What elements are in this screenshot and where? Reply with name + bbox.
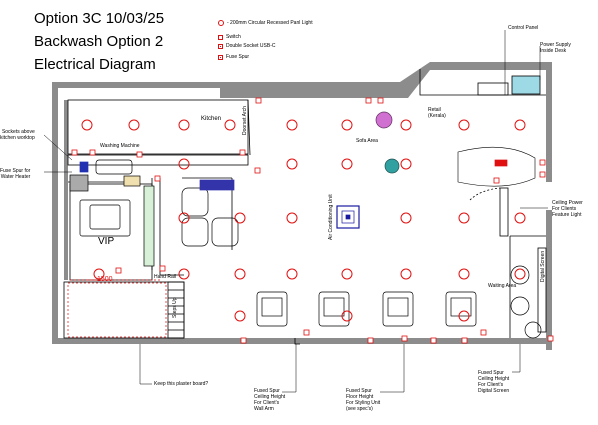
legend-switch-label: Switch bbox=[226, 34, 241, 40]
power-supply-label: Power Supply Inside Desk bbox=[540, 42, 571, 54]
legend-light: - 200mm Circular Recessed Panl Light bbox=[218, 20, 313, 26]
recessed-lights bbox=[81, 119, 526, 322]
title-line-2: Backwash Option 2 bbox=[34, 33, 164, 50]
legend-fuse-label: Fuse Spur bbox=[226, 54, 250, 60]
leader-lines bbox=[43, 30, 548, 393]
wiring bbox=[67, 279, 167, 338]
outlets bbox=[71, 97, 554, 344]
legend-socket-label: Double Socket USB-C bbox=[226, 43, 276, 49]
legend-light-label: - 200mm Circular Recessed Panl Light bbox=[227, 20, 313, 26]
hand-rail-label: Hand Rail bbox=[154, 274, 176, 280]
light-icon bbox=[218, 20, 224, 26]
legend-switch: Switch bbox=[218, 34, 241, 40]
steps-up-label: Steps Up bbox=[172, 297, 178, 318]
title-line-1: Option 3C 10/03/25 bbox=[34, 10, 165, 27]
fuse-water-label: Fuse Spur for Water Heater bbox=[0, 168, 31, 180]
dimension-label: 1500 bbox=[97, 276, 113, 283]
ceiling-power-label: Ceiling Power For Clients Feature Light bbox=[552, 200, 583, 218]
fused-styling-label: Fused Spur Floor Height For Styling Unit… bbox=[346, 388, 381, 412]
washing-machine-label: Washing Machine bbox=[100, 143, 140, 149]
fused-digital-label: Fused Spur Ceiling Height For Client's D… bbox=[478, 370, 510, 394]
fuse-spur-icon bbox=[218, 54, 223, 60]
socket-icon bbox=[218, 43, 223, 49]
air-con-label: Air Conditioning Unit bbox=[328, 194, 334, 240]
sockets-above-label: Sockets above kitchen worktop bbox=[0, 129, 35, 141]
doorset-arch-label: Doorset Arch bbox=[242, 106, 248, 135]
vip-label: VIP bbox=[98, 236, 115, 247]
title-line-3: Electrical Diagram bbox=[34, 56, 156, 73]
walls bbox=[52, 62, 552, 350]
keep-plaster-label: Keep this plaster board? bbox=[154, 381, 209, 387]
retail-label: Retail (Kerala) bbox=[428, 107, 446, 119]
legend-socket: Double Socket USB-C bbox=[218, 43, 275, 49]
interior-lines bbox=[63, 69, 547, 345]
fused-wall-arm-label: Fused Spur Ceiling Height For Client's W… bbox=[254, 388, 286, 412]
digital-screen-label: Digital Screen bbox=[540, 250, 546, 282]
furniture bbox=[69, 111, 542, 339]
switch-icon bbox=[218, 34, 223, 40]
kitchen-label: Kitchen bbox=[201, 116, 222, 122]
control-panel-label: Control Panel bbox=[508, 25, 539, 31]
waiting-area-label: Waiting Area bbox=[488, 283, 517, 289]
sofa-area-label: Sofa Area bbox=[356, 138, 378, 144]
legend-fuse: Fuse Spur bbox=[218, 54, 249, 60]
